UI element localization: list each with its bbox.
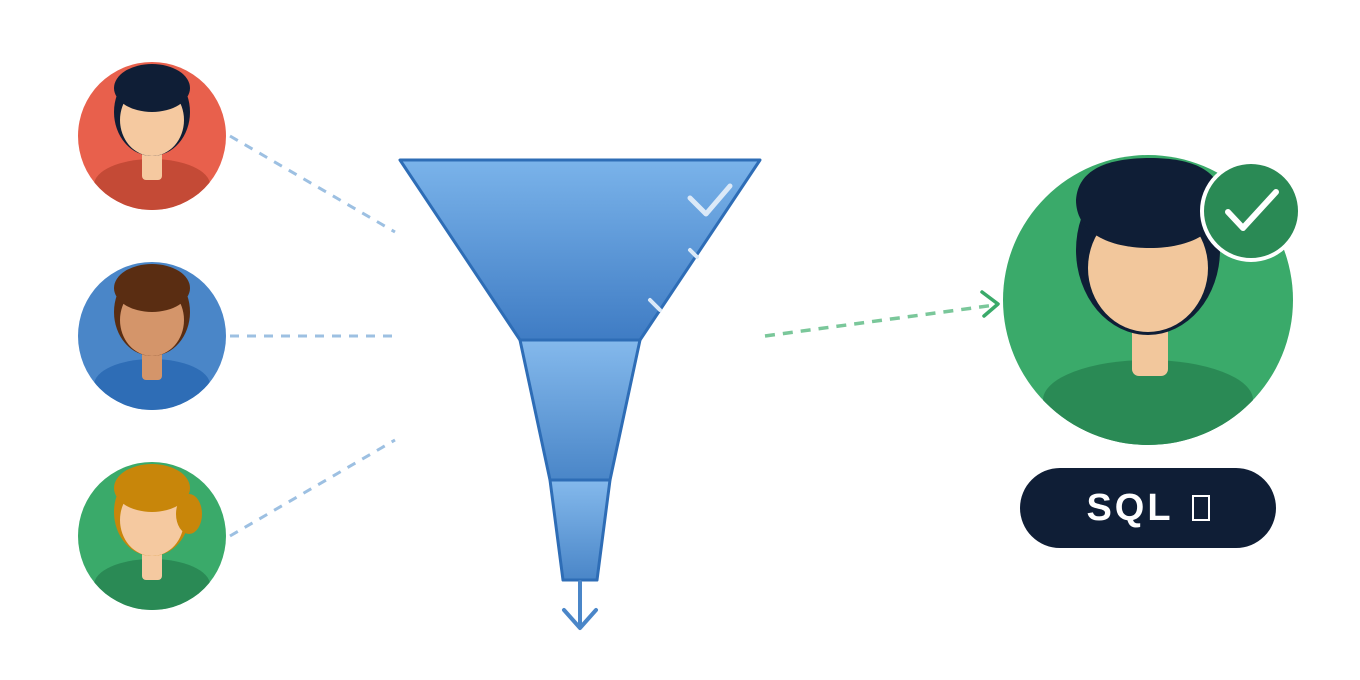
sql-label: SQL — [1086, 487, 1174, 529]
arrow-down-icon — [562, 580, 598, 630]
connector-lead-1 — [229, 134, 396, 234]
funnel-stage-top — [398, 158, 762, 342]
check-icon — [687, 183, 733, 217]
lead-avatar-1 — [78, 62, 226, 210]
lead-avatar-2 — [78, 262, 226, 410]
check-mark-partial-icon — [648, 298, 662, 312]
check-icon — [1225, 189, 1279, 231]
connector-lead-3 — [229, 438, 396, 538]
check-mark-partial-icon — [688, 248, 699, 259]
lead-connectors — [229, 134, 400, 538]
funnel-stage-middle — [518, 338, 642, 482]
lead-avatar-3 — [78, 462, 226, 610]
funnel — [398, 158, 762, 582]
sql-badge: SQL — [1020, 468, 1276, 548]
funnel-stage-bottom — [548, 478, 612, 582]
arrow-right-icon — [764, 290, 1000, 338]
missing-glyph-icon — [1191, 495, 1210, 521]
qualified-check-badge — [1200, 160, 1302, 262]
